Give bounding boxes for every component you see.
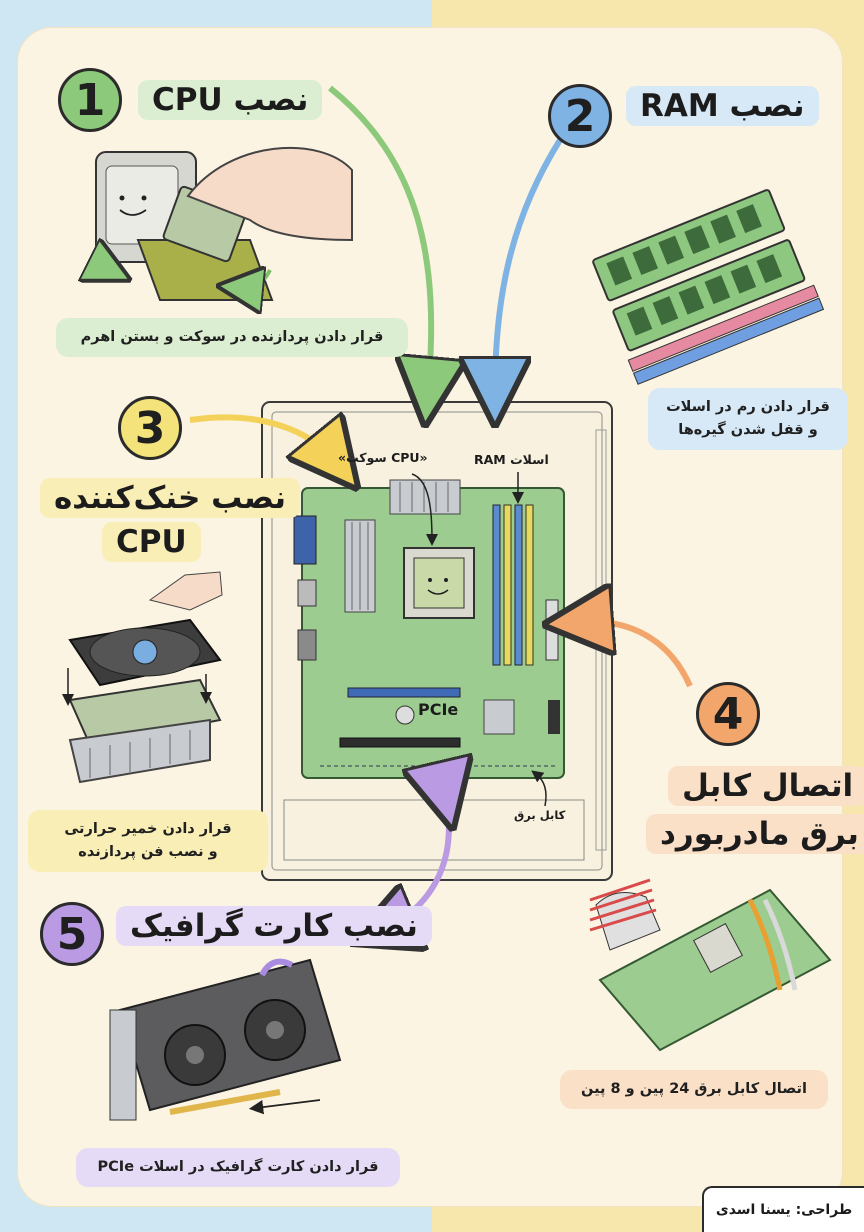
step-4-number: 4 <box>696 682 760 746</box>
step-2-title: نصب RAM <box>626 86 819 126</box>
step-3-title-line-2: CPU <box>102 522 201 562</box>
power-cable-label: کابل برق <box>514 808 566 822</box>
step-2-caption-line-1: قرار دادن رم در اسلات <box>666 399 830 415</box>
step-4-title-line-1: اتصال کابل <box>668 766 864 806</box>
step-3-caption: قرار دادن خمیر حرارتی و نصب فن پردازنده <box>28 810 268 873</box>
cooler-install-illustration <box>62 571 223 784</box>
motherboard <box>293 479 565 779</box>
step-3-caption-line-2: و نصب فن پردازنده <box>78 844 218 861</box>
step-3-caption-line-1: قرار دادن خمیر حرارتی <box>64 821 232 837</box>
step-1-title: نصب CPU <box>138 80 323 120</box>
step-2-number: 2 <box>548 84 612 148</box>
gpu-install-illustration <box>109 958 342 1121</box>
ram-slots-label: اسلات RAM <box>474 452 549 467</box>
step-5-title: نصب کارت گرافیک <box>116 906 432 946</box>
step-5-number: 5 <box>40 902 104 966</box>
step-4-caption: اتصال کابل برق 24 پین و 8 پین <box>560 1070 828 1110</box>
step-3-number: 3 <box>118 396 182 460</box>
step-2-caption-line-2: و قفل شدن گیره‌ها <box>678 422 818 439</box>
step-3-title-line-1: نصب خنک‌کننده <box>40 478 301 518</box>
cpu-install-illustration <box>96 146 353 300</box>
step-5-caption: قرار دادن کارت گرافیک در اسلات PCIe <box>76 1148 400 1188</box>
power-cable-illustration <box>589 878 832 1052</box>
ram-install-illustration <box>592 189 825 385</box>
step-1-number: 1 <box>58 68 122 132</box>
pcie-label: PCIe <box>418 700 459 719</box>
cpu-socket-label: «سوکت CPU» <box>338 450 428 465</box>
step-1-caption: قرار دادن پردازنده در سوکت و بستن اهرم <box>56 318 408 358</box>
designer-credit: طراحی: یسنا اسدی <box>702 1186 864 1232</box>
step-2-caption: قرار دادن رم در اسلات و قفل شدن گیره‌ها <box>648 388 848 451</box>
step-4-title-line-2: برق مادربورد <box>646 814 864 854</box>
